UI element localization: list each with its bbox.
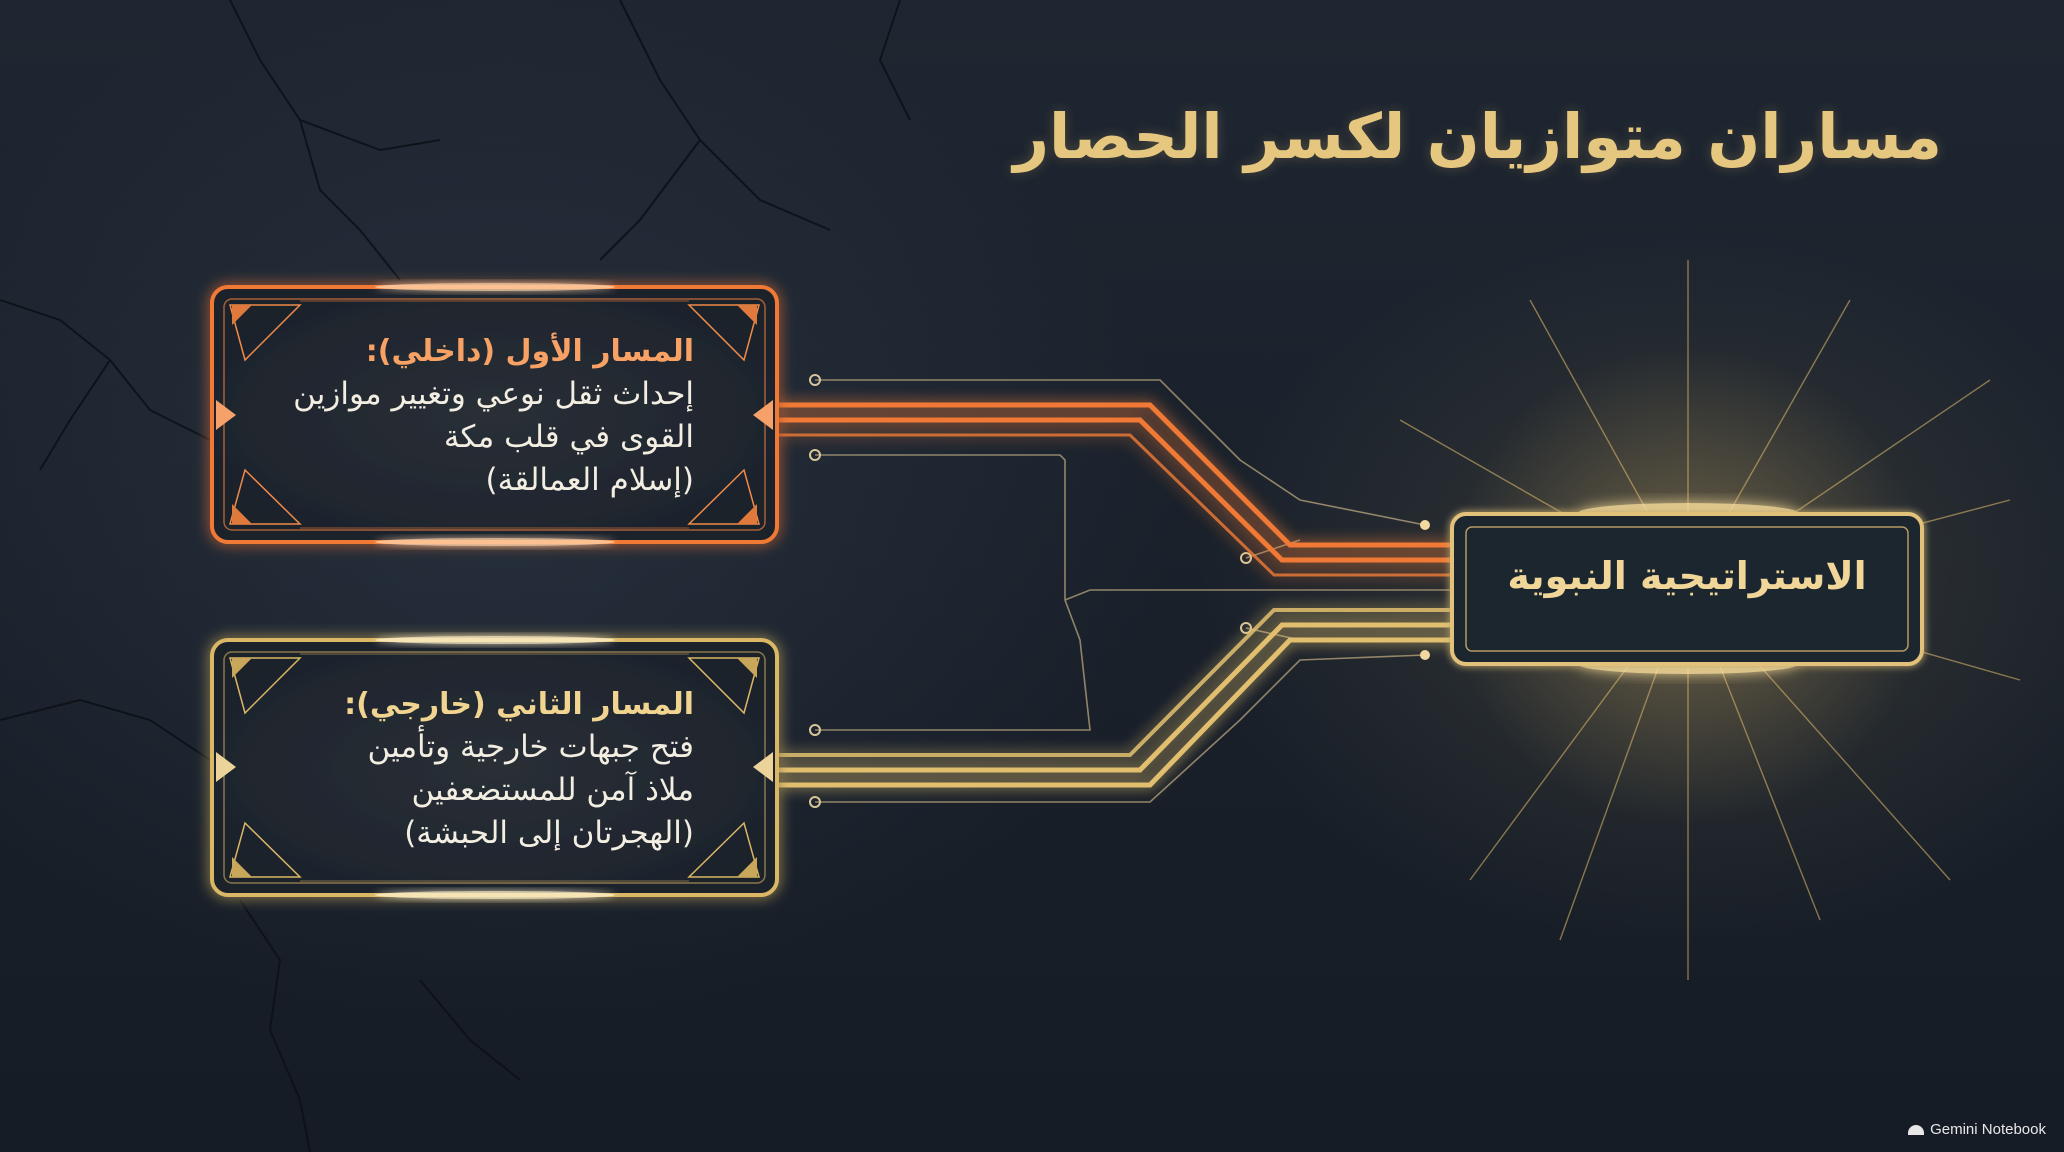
path-2-line-3: (الهجرتان إلى الحبشة) xyxy=(404,815,694,851)
branding: Gemini Notebook xyxy=(1908,1121,2046,1138)
path-1-card-frame xyxy=(210,283,779,546)
path-1-line-2: القوى في قلب مكة xyxy=(443,419,694,455)
hub-label: الاستراتيجية النبوية xyxy=(1507,554,1867,598)
path-2-connector xyxy=(775,608,1455,788)
hub-frame xyxy=(1450,512,1924,666)
path-2-heading: المسار الثاني (خارجي): xyxy=(344,687,694,722)
path-2-card: المسار الثاني (خارجي): فتح جبهات خارجية … xyxy=(344,683,694,855)
branding-label: Gemini Notebook xyxy=(1930,1121,2046,1138)
notebook-logo-icon xyxy=(1908,1124,1925,1135)
path-1-card: المسار الأول (داخلي): إحداث ثقل نوعي وتغ… xyxy=(293,330,694,502)
path-2-line-1: فتح جبهات خارجية وتأمين xyxy=(367,729,695,765)
slide-title: مساران متوازيان لكسر الحصار xyxy=(1013,100,1942,173)
circuit-nodes xyxy=(809,374,1252,808)
circuit-endpoints xyxy=(1420,520,1430,660)
path-2-card-frame xyxy=(210,636,779,899)
path-1-heading: المسار الأول (داخلي): xyxy=(365,334,694,369)
path-1-line-3: (إسلام العمالقة) xyxy=(485,462,694,498)
path-1-line-1: إحداث ثقل نوعي وتغيير موازين xyxy=(293,376,694,412)
path-2-line-2: ملاذ آمن للمستضعفين xyxy=(411,772,694,808)
path-1-connector xyxy=(775,402,1455,577)
crack-lines xyxy=(0,0,911,1152)
circuit-lines xyxy=(815,379,1450,803)
